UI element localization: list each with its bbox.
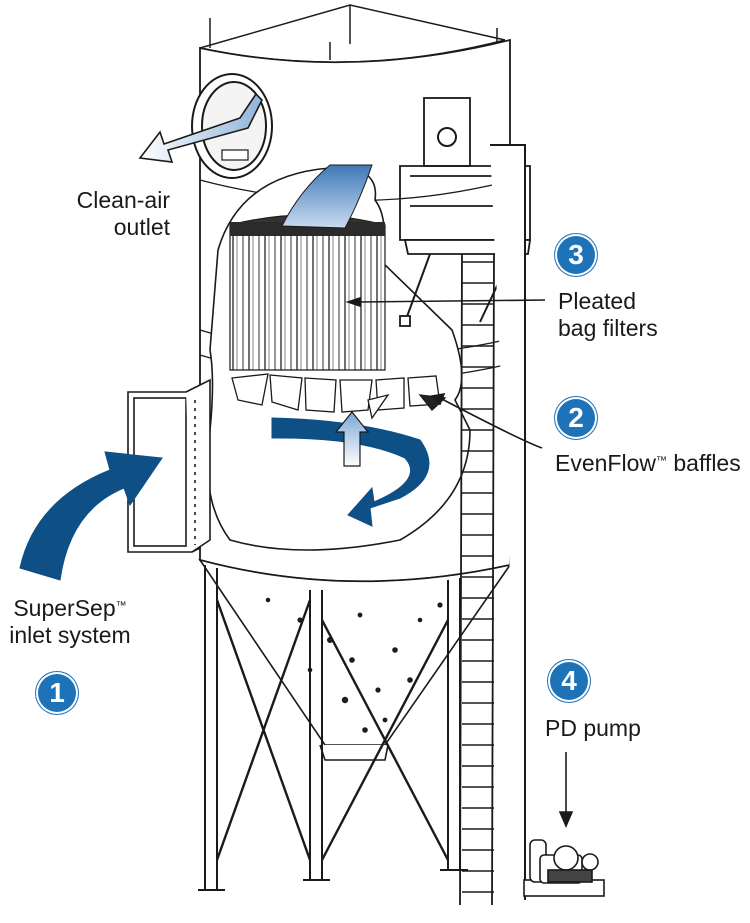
- upflow-arrow: [334, 411, 370, 467]
- pd-pump-text: PD pump: [545, 715, 641, 741]
- hopper: [198, 558, 512, 761]
- badge-4: 4: [548, 660, 590, 702]
- clean-air-arrow: [138, 92, 263, 163]
- pleated-line2: bag filters: [558, 315, 658, 341]
- inlet-arrow: [19, 451, 163, 581]
- leader-lines: [345, 296, 574, 829]
- supersep-line2: inlet system: [9, 622, 131, 648]
- pd-pump: [523, 839, 605, 897]
- supersep-name: SuperSep: [13, 595, 116, 621]
- support-legs: [198, 565, 468, 891]
- pd-pump-label: PD pump: [545, 715, 641, 742]
- badge-3: 3: [555, 234, 597, 276]
- pleated-line1: Pleated: [558, 288, 637, 314]
- evenflow-tm: ™: [655, 455, 667, 467]
- evenflow-name: EvenFlow: [555, 450, 656, 476]
- badge-1: 1: [36, 672, 78, 714]
- supersep-tm: ™: [115, 600, 127, 612]
- evenflow-baffles: [231, 373, 447, 420]
- evenflow-suffix: baffles: [666, 450, 741, 476]
- supersep-inlet-label: SuperSep™ inlet system: [0, 595, 140, 649]
- swirl-arrow: [271, 417, 430, 527]
- platform: [399, 97, 532, 900]
- badge-2: 2: [555, 397, 597, 439]
- ladder-rungs: [462, 261, 494, 893]
- clean-air-line1: Clean-air: [76, 187, 170, 213]
- clean-air-line2: outlet: [113, 214, 170, 240]
- pleated-bag-filters-label: Pleated bag filters: [558, 288, 658, 342]
- evenflow-baffles-label: EvenFlow™ baffles: [555, 450, 741, 477]
- clean-air-outlet-label: Clean-air outlet: [70, 187, 170, 241]
